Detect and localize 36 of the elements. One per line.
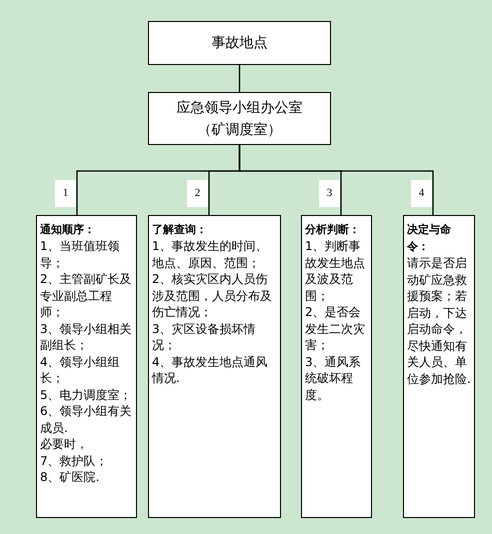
box-title: 事故地点 <box>212 34 268 52</box>
step-item: 7、救护队； <box>40 452 109 469</box>
step-box <box>36 215 137 518</box>
step-item: 2、核实灾区内人员伤涉及范围，人员分布及伤亡情况； <box>152 271 273 320</box>
process-box <box>148 21 331 65</box>
step-item: 1、判断事故发生地点及波及范围； <box>305 238 366 304</box>
step-item: 4、领导小组组长； <box>40 354 121 386</box>
step-box <box>403 215 475 518</box>
step-box <box>301 215 372 518</box>
step-item: 3、灾区设备损坏情况； <box>152 320 257 354</box>
connector-line <box>238 65 240 92</box>
step-item: 4、事故发生地点通风情况. <box>152 354 269 386</box>
step-item: 2、主管副矿长及专业副总工程师； <box>40 271 133 320</box>
step-heading: 了解查询： <box>152 222 208 238</box>
number-tag: 2 <box>187 180 208 207</box>
box-title: 应急领导小组办公室 <box>176 98 302 116</box>
step-item: 必要时， <box>40 436 89 452</box>
number-tag: 3 <box>319 180 340 207</box>
number-tag: 4 <box>411 180 432 207</box>
box-title: （矿调度室） <box>198 120 282 138</box>
step-item: 1、当班值班领导； <box>40 238 121 271</box>
step-item: 6、领导小组有关成员. <box>40 403 133 436</box>
step-item: 3、领导小组相关副组长； <box>40 320 133 354</box>
process-box <box>148 92 331 145</box>
step-item: 5、电力调度室； <box>40 386 133 403</box>
step-item: 8、矿医院. <box>40 469 100 486</box>
step-item: 请示是否启动矿应急救援预案；若启动，下达启动命令，尽快通知有关人员、单位参加抢险. <box>407 255 471 387</box>
number-tag: 1 <box>55 180 76 207</box>
step-item: 1、事故发生的时间、地点、原因、范围； <box>152 238 269 271</box>
step-heading: 通知顺序： <box>40 222 96 238</box>
step-heading: 决定与命令： <box>407 222 452 255</box>
step-item: 2、是否会发生二次灾害； <box>305 304 366 354</box>
step-box <box>148 215 281 518</box>
step-item: 3、通风系统破坏程度。 <box>305 354 362 403</box>
connector-line <box>238 145 434 215</box>
step-heading: 分析判断： <box>305 222 361 238</box>
